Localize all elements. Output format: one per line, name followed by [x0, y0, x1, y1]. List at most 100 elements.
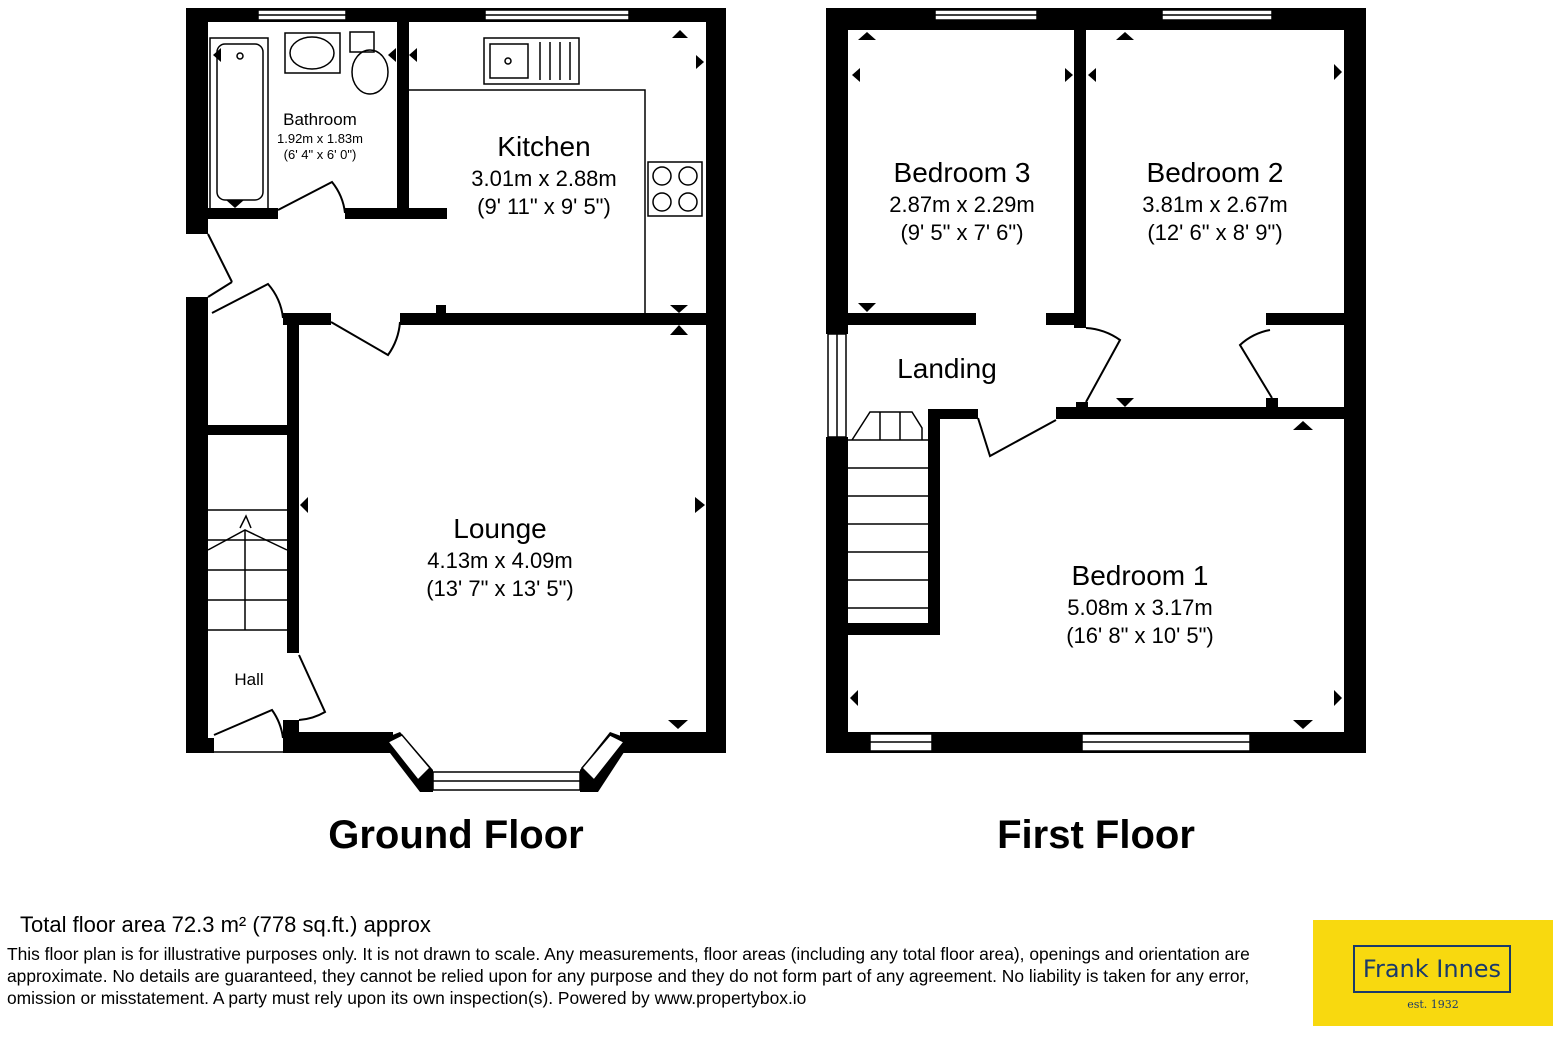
bathroom-size-imperial: (6' 4" x 6' 0") — [284, 147, 357, 162]
hall-door — [211, 282, 284, 319]
lounge-name: Lounge — [453, 513, 546, 544]
dimension-arrow — [858, 32, 876, 40]
landing-name: Landing — [897, 353, 997, 384]
front-door — [213, 708, 284, 739]
hob-ring — [678, 166, 698, 186]
dimension-arrow — [672, 30, 688, 38]
ground-floor-title: Ground Floor — [328, 813, 584, 857]
ground-stairs — [207, 509, 288, 631]
bedroom3-name: Bedroom 3 — [894, 157, 1031, 188]
dimension-arrow — [852, 68, 860, 82]
wall — [345, 208, 447, 219]
wall — [186, 738, 214, 753]
dimension-arrow — [696, 55, 704, 69]
first-stairs — [848, 411, 928, 609]
logo-name: Frank Innes — [1362, 955, 1502, 983]
bathroom-door — [277, 180, 346, 214]
wall — [1056, 407, 1366, 419]
wall — [826, 8, 1366, 30]
wall — [848, 623, 940, 635]
kitchen-size-metric: 3.01m x 2.88m — [471, 166, 617, 191]
wall — [397, 22, 409, 214]
bedroom2-size-metric: 3.81m x 2.67m — [1142, 192, 1288, 217]
bath-inner — [216, 43, 264, 201]
kitchen-worktop — [409, 89, 646, 313]
dimension-arrow — [670, 305, 688, 313]
bathroom-name: Bathroom — [283, 110, 357, 129]
wall — [436, 305, 446, 315]
bedroom1-name: Bedroom 1 — [1072, 560, 1209, 591]
dimension-arrow — [1334, 690, 1342, 706]
wall — [1344, 8, 1366, 753]
bath-drain — [236, 52, 244, 60]
wall — [928, 409, 940, 633]
kitchen-tap — [504, 57, 512, 65]
dimension-arrow — [1334, 64, 1342, 80]
total-floor-area: Total floor area 72.3 m² (778 sq.ft.) ap… — [20, 912, 431, 937]
hob-ring — [652, 192, 672, 212]
basin-bowl — [289, 36, 335, 70]
bay-window-side — [580, 734, 626, 782]
kitchen-name: Kitchen — [497, 131, 590, 162]
dimension-arrow — [300, 497, 308, 513]
front-porch-door — [207, 233, 233, 298]
wall — [1266, 313, 1344, 325]
toilet-bowl — [351, 49, 389, 95]
logo-est: est. 1932 — [1407, 998, 1459, 1011]
dimension-arrow — [409, 48, 417, 62]
kitchen-sink-bowl — [489, 43, 529, 79]
dimension-arrow — [388, 48, 396, 62]
wall — [848, 313, 976, 325]
hall-name: Hall — [234, 670, 263, 689]
wall — [283, 732, 393, 753]
bedroom2-door — [1085, 327, 1122, 403]
dimension-arrow — [670, 325, 688, 335]
wall — [826, 8, 848, 334]
wall — [186, 8, 208, 234]
wall — [1046, 313, 1086, 325]
wall — [400, 313, 726, 325]
lounge-size-metric: 4.13m x 4.09m — [427, 548, 573, 573]
dimension-arrow — [850, 690, 858, 706]
bedroom1-size-metric: 5.08m x 3.17m — [1067, 595, 1213, 620]
bathroom-size-metric: 1.92m x 1.83m — [277, 131, 363, 146]
dimension-arrow — [1116, 398, 1134, 407]
wall — [932, 409, 978, 419]
lounge-hall-door — [298, 654, 327, 721]
bedroom2-name: Bedroom 2 — [1147, 157, 1284, 188]
lounge-door — [330, 321, 401, 357]
dimension-arrow — [1293, 720, 1313, 729]
bay-window-side — [386, 734, 432, 782]
hob-ring — [652, 166, 672, 186]
ground-floor-plan: Bathroom 1.92m x 1.83m (6' 4" x 6' 0") K… — [186, 8, 726, 857]
wall — [208, 208, 278, 219]
dimension-arrow — [668, 720, 688, 729]
bedroom3-size-metric: 2.87m x 2.29m — [889, 192, 1035, 217]
dimension-arrow — [858, 303, 876, 312]
wall — [1074, 22, 1086, 328]
dimension-arrow — [695, 497, 705, 513]
agent-logo: Frank Innes est. 1932 — [1313, 920, 1553, 1026]
wall — [186, 297, 208, 753]
dimension-arrow — [213, 48, 221, 62]
bath-tub — [209, 37, 269, 211]
wall — [1266, 398, 1278, 410]
bedroom3-size-imperial: (9' 5" x 7' 6") — [900, 220, 1023, 245]
dimension-arrow — [1293, 421, 1313, 430]
hob-ring — [678, 192, 698, 212]
first-floor-plan: Bedroom 3 2.87m x 2.29m (9' 5" x 7' 6") … — [826, 8, 1366, 857]
kitchen-size-imperial: (9' 11" x 9' 5") — [477, 194, 611, 219]
dimension-arrow — [1116, 32, 1134, 40]
logo-name-box: Frank Innes — [1353, 945, 1511, 993]
first-floor-title: First Floor — [997, 813, 1195, 857]
toilet-cistern — [349, 31, 375, 53]
hob — [647, 161, 703, 217]
dimension-arrow — [226, 200, 244, 208]
wall — [620, 732, 726, 753]
wall — [1076, 402, 1088, 412]
kitchen-sink — [483, 37, 580, 85]
wall — [283, 720, 299, 732]
floor-plan: Bathroom 1.92m x 1.83m (6' 4" x 6' 0") K… — [186, 8, 1366, 857]
wall — [287, 313, 299, 653]
dimension-arrow — [1088, 68, 1096, 82]
